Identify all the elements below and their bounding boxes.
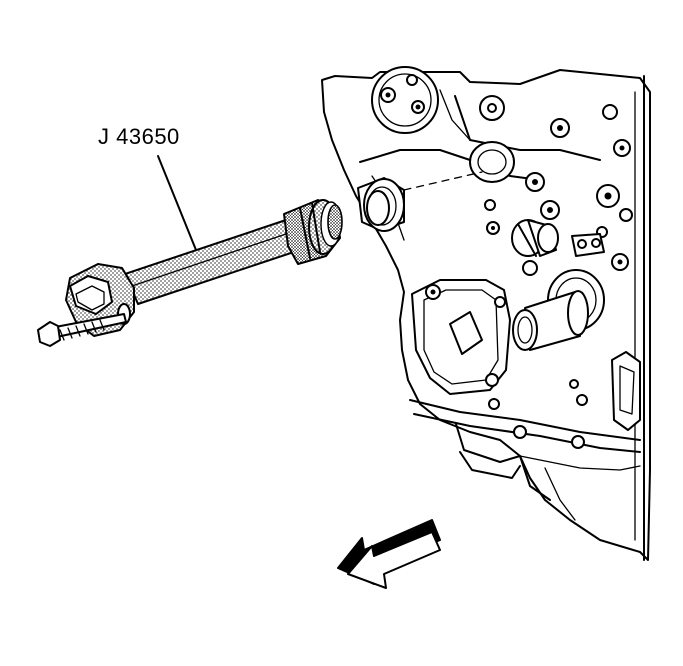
- seal-installer-tool: [37, 199, 343, 347]
- front-crankshaft-seal: [357, 177, 405, 232]
- front-direction-arrow-icon: [337, 519, 441, 589]
- installer-head: [283, 199, 343, 265]
- front-bore: [469, 141, 633, 238]
- tool-label: J 43650: [98, 124, 180, 149]
- installer-bolt: [37, 313, 127, 347]
- alignment-line: [403, 171, 483, 191]
- engine-block: [321, 66, 651, 561]
- installer-shaft: [124, 219, 301, 305]
- camshaft-sprocket: [371, 66, 439, 134]
- motor-mount-boss: [411, 279, 511, 395]
- crankshaft-nose: [512, 269, 605, 351]
- idler-shaft: [511, 219, 559, 257]
- leader-line: [157, 155, 197, 251]
